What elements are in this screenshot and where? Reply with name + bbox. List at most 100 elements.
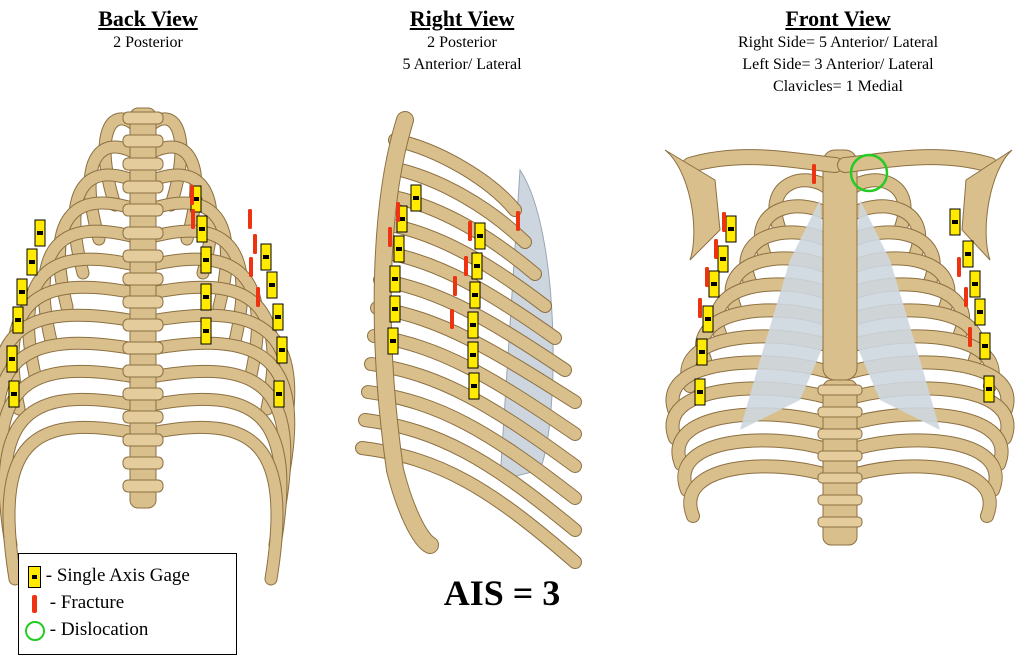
gage-element [203,329,209,333]
gage-element [474,264,480,268]
front-gage-11 [980,333,990,359]
vertebra-6 [123,227,163,239]
back-gage-1 [35,220,45,246]
rib-left-10 [1,371,135,511]
front-fracture-8 [968,327,972,347]
gage-element [11,392,17,396]
right-fracture-4 [464,256,468,276]
right-gage-3 [394,236,404,262]
back-gage-14 [273,304,283,330]
right-gage-7 [475,223,485,249]
legend-row-gage: - Single Axis Gage [25,564,190,588]
legend: - Single Axis Gage - Fracture - Dislocat… [18,553,237,655]
legend-fracture-label: - Fracture [50,592,124,613]
front-gage-6 [695,379,705,405]
front-gage-4 [703,306,713,332]
vertebra-7 [818,517,862,527]
gage-element [977,310,983,314]
gage-element [15,318,21,322]
gage-element [392,307,398,311]
right-fracture-1 [396,202,400,222]
vertebra-3 [123,158,163,170]
front-gage-8 [963,241,973,267]
front-fracture-6 [957,257,961,277]
front-gage-12 [984,376,994,402]
vertebra-2 [123,135,163,147]
vertebra-1 [818,385,862,395]
rib-right-10 [151,371,285,511]
fracture-icon [32,595,37,613]
gage-element [471,384,477,388]
right-gage-12 [469,373,479,399]
gage-element [705,317,711,321]
gage-element [29,260,35,264]
gage-element [203,295,209,299]
back-view-spine [123,108,163,508]
clavicle-right [690,157,835,165]
front-gage-7 [950,209,960,235]
right-fracture-2 [388,227,392,247]
back-gage-13 [267,272,277,298]
vertebra-7 [123,250,163,262]
gage-element [711,282,717,286]
vertebra-5 [123,204,163,216]
gage-element [982,344,988,348]
right-gage-10 [468,312,478,338]
back-gage-6 [9,381,19,407]
vertebra-8 [123,273,163,285]
back-gage-2 [27,249,37,275]
back-gage-9 [201,247,211,273]
back-gage-15 [277,337,287,363]
rib-left-12 [850,466,990,516]
right-gage-4 [390,266,400,292]
back-fracture-1 [190,185,194,205]
rib-left-11 [5,399,135,545]
gage-element [972,282,978,286]
gage-element [728,227,734,231]
back-gage-4 [13,307,23,333]
gage-element [986,387,992,391]
gage-element [276,392,282,396]
gage-element [952,220,958,224]
gage-element [19,290,25,294]
right-gage-8 [472,253,482,279]
gage-element [9,357,15,361]
vertebra-11 [123,342,163,354]
front-fracture-1 [812,164,816,184]
front-fracture-3 [714,239,718,259]
clavicle-left [845,157,990,165]
vertebra-1 [123,112,163,124]
gage-element [699,350,705,354]
vertebra-13 [123,388,163,400]
front-gage-10 [975,299,985,325]
single-axis-gage-icon [28,566,41,588]
right-fracture-6 [450,309,454,329]
rib-right-11 [151,399,281,545]
vertebra-5 [818,473,862,483]
back-gage-12 [261,244,271,270]
back-gage-5 [7,346,17,372]
right-gage-11 [468,342,478,368]
front-fracture-7 [964,287,968,307]
right-gage-6 [388,328,398,354]
gage-element [472,293,478,297]
right-gage-1 [411,185,421,211]
back-gage-3 [17,279,27,305]
front-gage-2 [718,246,728,272]
front-fracture-5 [698,298,702,318]
vertebra-15 [123,434,163,446]
gage-element [697,390,703,394]
right-fracture-5 [453,276,457,296]
back-gage-11 [201,318,211,344]
vertebra-16 [123,457,163,469]
right-gage-9 [470,282,480,308]
right-fracture-3 [468,221,472,241]
vertebra-6 [818,495,862,505]
vertebra-3 [818,429,862,439]
front-fracture-2 [722,212,726,232]
vertebra-2 [818,407,862,417]
legend-row-fracture: - Fracture [25,591,124,615]
back-fracture-4 [253,234,257,254]
gage-element [965,252,971,256]
